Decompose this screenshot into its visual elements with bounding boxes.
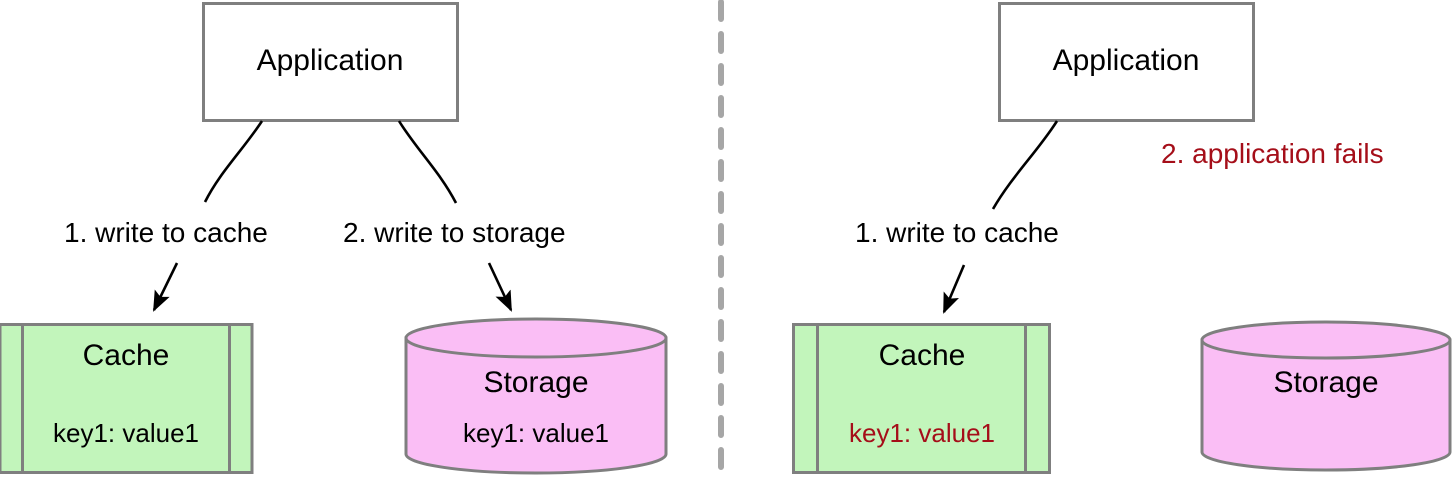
connector-app-to-storage-left (397, 120, 458, 204)
arrow-write-to-storage-left (487, 262, 513, 312)
step-label-write-to-cache-right: 1. write to cache (855, 217, 1059, 248)
connector-app-to-cache-right (991, 120, 1059, 210)
application-box-left[interactable] (202, 2, 459, 122)
application-label-left: Application (256, 44, 404, 77)
storage-title-right: Storage (1273, 366, 1379, 399)
storage-node-left[interactable] (404, 317, 668, 475)
storage-top-ellipse-left (404, 317, 668, 359)
storage-node-right[interactable] (1200, 320, 1452, 472)
cache-title-left: Cache (82, 339, 170, 372)
storage-top-ellipse-right (1200, 320, 1452, 360)
step-label-write-to-cache-left: 1. write to cache (64, 217, 268, 248)
cache-title-right: Cache (878, 339, 966, 372)
step-label-application-fails: 2. application fails (1161, 138, 1384, 169)
cache-node-right[interactable] (792, 323, 1051, 474)
storage-entry-left: key1: value1 (463, 418, 609, 448)
application-label-right: Application (1052, 44, 1200, 77)
cache-node-left[interactable] (0, 323, 254, 474)
storage-title-left: Storage (483, 366, 589, 399)
connector-app-to-cache-left (203, 120, 264, 203)
arrow-write-to-cache-left (152, 262, 179, 312)
application-box-right[interactable] (998, 2, 1255, 122)
arrow-write-to-cache-right (942, 264, 966, 314)
cache-entry-right: key1: value1 (849, 418, 995, 448)
cache-entry-left: key1: value1 (53, 418, 199, 448)
step-label-write-to-storage-left: 2. write to storage (343, 217, 566, 248)
